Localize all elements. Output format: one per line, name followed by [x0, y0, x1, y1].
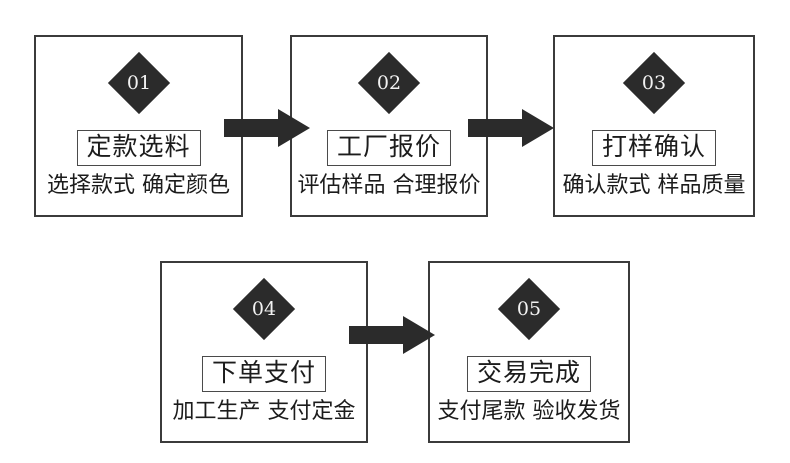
- step-caption-02: 评估样品 合理报价: [297, 173, 481, 198]
- step-number-badge-02: 02: [357, 51, 421, 115]
- step-card-02[interactable]: 02 工厂报价 评估样品 合理报价: [290, 35, 488, 217]
- step-caption-05: 支付尾款 验收发货: [437, 399, 621, 424]
- step-card-01[interactable]: 01 定款选料 选择款式 确定颜色: [34, 35, 243, 217]
- step-title-05: 交易完成: [476, 358, 582, 387]
- step-title-box-04: 下单支付: [201, 356, 327, 392]
- step-number-badge-04: 04: [232, 277, 296, 341]
- step-number-badge-03: 03: [622, 51, 686, 115]
- step-number-03: 03: [641, 71, 667, 94]
- step-title-02: 工厂报价: [336, 132, 442, 161]
- step-title-box-03: 打样确认: [591, 130, 717, 166]
- step-title-box-05: 交易完成: [466, 356, 592, 392]
- step-card-05[interactable]: 05 交易完成 支付尾款 验收发货: [428, 261, 630, 443]
- step-number-badge-01: 01: [107, 51, 170, 115]
- step-card-03[interactable]: 03 打样确认 确认款式 样品质量: [553, 35, 755, 217]
- arrow-right-icon-01-to-02: [224, 109, 310, 147]
- step-card-04[interactable]: 04 下单支付 加工生产 支付定金: [160, 261, 368, 443]
- step-caption-03: 确认款式 样品质量: [562, 173, 746, 198]
- step-caption-04: 加工生产 支付定金: [172, 399, 356, 424]
- step-title-01: 定款选料: [86, 132, 191, 161]
- step-title-04: 下单支付: [211, 358, 317, 387]
- step-title-box-02: 工厂报价: [326, 130, 452, 166]
- step-title-box-01: 定款选料: [76, 130, 201, 166]
- step-number-05: 05: [516, 297, 542, 320]
- step-number-02: 02: [376, 71, 402, 94]
- arrow-right-icon-02-to-03: [468, 109, 554, 147]
- step-number-badge-05: 05: [497, 277, 561, 341]
- step-number-01: 01: [126, 71, 151, 94]
- step-title-03: 打样确认: [601, 132, 707, 161]
- step-number-04: 04: [251, 297, 277, 320]
- arrow-right-icon-04-to-05: [349, 316, 435, 354]
- step-caption-01: 选择款式 确定颜色: [47, 173, 230, 198]
